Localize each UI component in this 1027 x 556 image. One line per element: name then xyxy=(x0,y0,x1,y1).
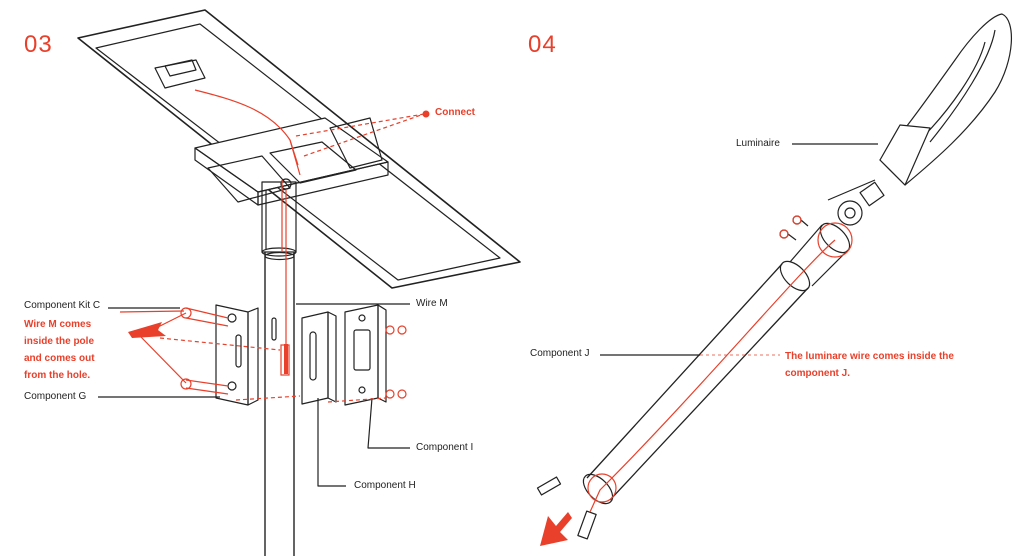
component-g-label: Component G xyxy=(24,391,87,402)
component-h-label: Component H xyxy=(354,480,416,491)
step-3-number: 03 xyxy=(24,31,53,58)
note-line: from the hole. xyxy=(24,370,91,381)
note-line: inside the pole xyxy=(24,336,95,347)
panel-bracket xyxy=(194,117,389,206)
connect-label: Connect xyxy=(435,107,475,118)
component-kit-c-label: Component Kit C xyxy=(24,300,101,311)
note-line: and comes out xyxy=(24,353,95,364)
component-h-clamp xyxy=(301,311,337,405)
component-j-label: Component J xyxy=(530,348,590,359)
note-line: The luminare wire comes inside the xyxy=(785,351,954,362)
luminaire-wire-note: The luminare wire comes inside the compo… xyxy=(785,348,954,382)
wire-m-note: Wire M comes inside the pole and comes o… xyxy=(24,316,95,384)
screws xyxy=(779,215,809,241)
component-i-clamp xyxy=(344,304,387,406)
step-4-number: 04 xyxy=(528,31,557,58)
luminaire-head xyxy=(827,13,1012,226)
wire-connectors xyxy=(536,476,597,540)
note-line: Wire M comes xyxy=(24,319,92,330)
pole xyxy=(264,251,295,556)
luminaire-label: Luminaire xyxy=(736,138,780,149)
wire-m-plug xyxy=(284,344,288,374)
wire-m-label: Wire M xyxy=(416,298,448,309)
red-markers xyxy=(128,110,572,546)
insert-arrow xyxy=(128,322,166,338)
component-i-label: Component I xyxy=(416,442,474,453)
red-wiring xyxy=(119,89,853,513)
component-g-clamp xyxy=(215,304,259,406)
pull-arrow xyxy=(540,512,572,546)
note-line: component J. xyxy=(785,368,851,379)
solar-panel xyxy=(77,9,521,289)
connect-dot xyxy=(422,110,430,118)
